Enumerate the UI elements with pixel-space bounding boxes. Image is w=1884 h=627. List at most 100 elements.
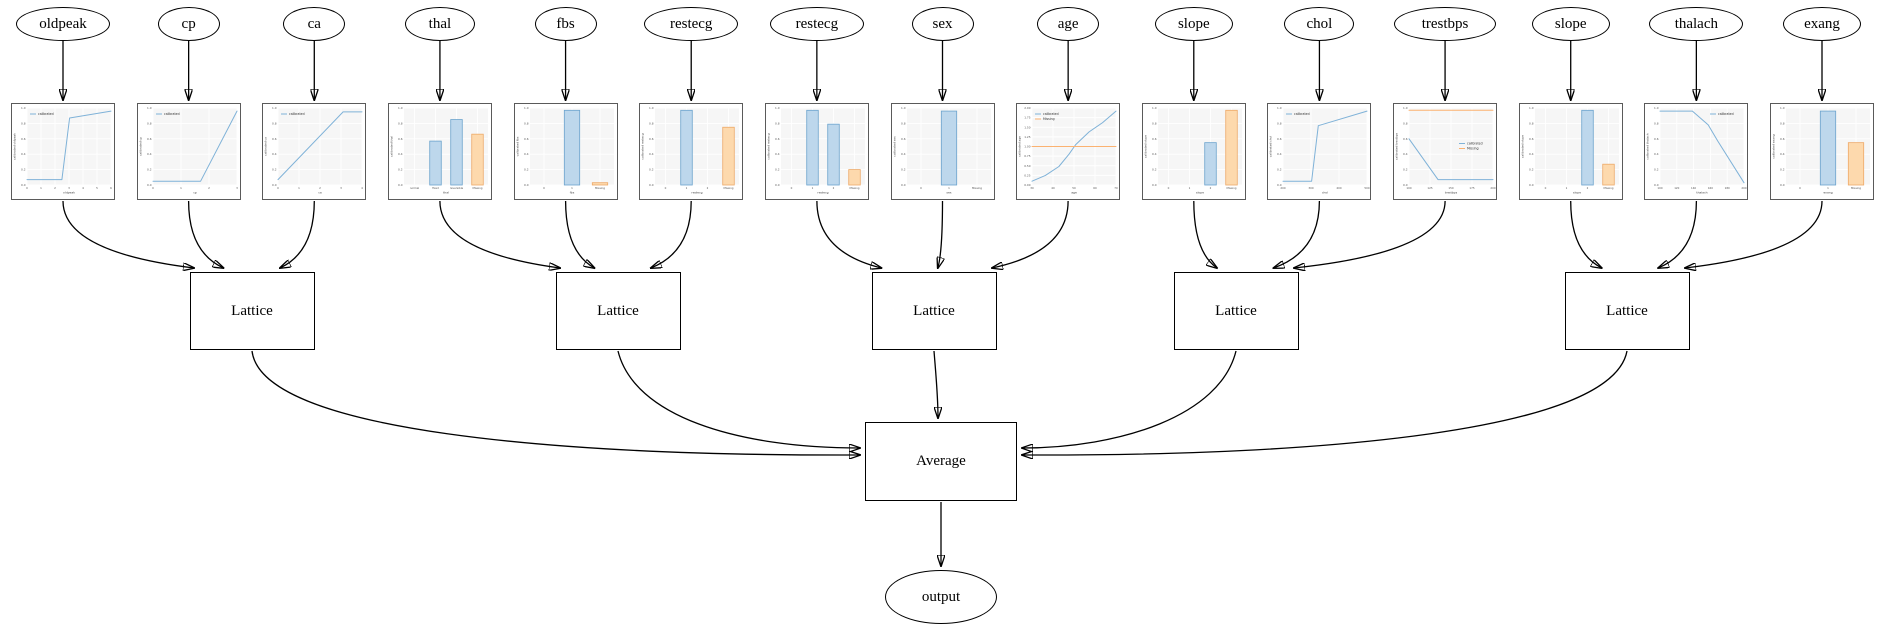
feature-label: slope (1554, 15, 1587, 32)
svg-text:100: 100 (1406, 186, 1411, 190)
svg-text:0.2: 0.2 (1152, 168, 1157, 172)
svg-text:0.6: 0.6 (901, 137, 906, 141)
svg-text:1.0: 1.0 (775, 106, 780, 110)
svg-text:4: 4 (361, 186, 363, 190)
svg-text:0.2: 0.2 (1780, 168, 1785, 172)
svg-text:calibrated: calibrated (164, 112, 180, 116)
svg-text:Missing: Missing (1603, 186, 1613, 190)
svg-text:Missing: Missing (472, 186, 482, 190)
svg-text:1.0: 1.0 (1780, 106, 1785, 110)
svg-text:0.2: 0.2 (1277, 168, 1282, 172)
svg-text:0.6: 0.6 (272, 137, 277, 141)
svg-text:0.0: 0.0 (1654, 183, 1659, 187)
lattice-label: Lattice (913, 302, 955, 319)
svg-text:0.2: 0.2 (649, 168, 654, 172)
svg-text:1: 1 (180, 186, 182, 190)
feature-node-exang: exang (1783, 7, 1861, 41)
svg-text:0.2: 0.2 (272, 168, 277, 172)
svg-text:0.8: 0.8 (1403, 121, 1408, 125)
svg-text:slope: slope (1573, 191, 1581, 195)
svg-text:calibrated thal: calibrated thal (389, 136, 393, 157)
feature-label: cp (181, 15, 196, 32)
svg-text:0.2: 0.2 (1403, 168, 1408, 172)
feature-node-chol: chol (1284, 7, 1355, 41)
output-node: output (885, 570, 997, 624)
feature-label: restecg (795, 15, 839, 32)
svg-text:0.0: 0.0 (1277, 183, 1282, 187)
svg-text:0.6: 0.6 (775, 137, 780, 141)
svg-text:0.8: 0.8 (901, 121, 906, 125)
svg-text:0.6: 0.6 (1277, 137, 1282, 141)
svg-text:0.8: 0.8 (398, 121, 403, 125)
svg-text:0.6: 0.6 (21, 137, 26, 141)
svg-text:1.25: 1.25 (1024, 135, 1030, 139)
svg-text:0: 0 (1799, 186, 1801, 190)
svg-text:calibrated: calibrated (1043, 112, 1059, 116)
svg-text:0.6: 0.6 (1654, 137, 1659, 141)
output-label: output (921, 588, 961, 605)
feature-label: slope (1177, 15, 1210, 32)
feature-label: chol (1306, 15, 1333, 32)
svg-text:0.0: 0.0 (147, 183, 152, 187)
svg-text:calibrated: calibrated (38, 112, 54, 116)
svg-text:calibrated fbs: calibrated fbs (515, 136, 519, 156)
svg-text:calibrated thalach: calibrated thalach (1646, 133, 1650, 159)
lattice-label: Lattice (1606, 302, 1648, 319)
svg-text:calibrated: calibrated (1718, 112, 1734, 116)
svg-text:125: 125 (1427, 186, 1432, 190)
svg-text:0.6: 0.6 (1529, 137, 1534, 141)
svg-text:chol: chol (1322, 191, 1328, 195)
svg-text:0.4: 0.4 (398, 152, 403, 156)
svg-text:0.0: 0.0 (901, 183, 906, 187)
svg-text:0.0: 0.0 (272, 183, 277, 187)
svg-text:0.0: 0.0 (1152, 183, 1157, 187)
feature-node-slope: slope (1154, 7, 1233, 41)
svg-text:sex: sex (946, 191, 951, 195)
svg-text:1: 1 (1188, 186, 1190, 190)
svg-text:age: age (1071, 191, 1077, 195)
svg-text:0.4: 0.4 (1277, 152, 1282, 156)
svg-text:2: 2 (1209, 186, 1211, 190)
svg-text:0.6: 0.6 (1152, 137, 1157, 141)
svg-text:3: 3 (236, 186, 238, 190)
svg-text:60: 60 (1093, 186, 1097, 190)
svg-text:6: 6 (110, 186, 112, 190)
svg-text:restecg: restecg (817, 191, 828, 195)
svg-text:500: 500 (1365, 186, 1370, 190)
svg-text:0.6: 0.6 (398, 137, 403, 141)
svg-text:0.0: 0.0 (1403, 183, 1408, 187)
svg-text:0.8: 0.8 (1780, 121, 1785, 125)
svg-text:Missing: Missing (724, 186, 734, 190)
svg-text:3: 3 (340, 186, 342, 190)
svg-text:0: 0 (665, 186, 667, 190)
svg-text:0: 0 (1544, 186, 1546, 190)
svg-text:1.50: 1.50 (1024, 125, 1030, 129)
lattice-node-3: Lattice (871, 272, 997, 350)
svg-text:0: 0 (543, 186, 545, 190)
svg-text:0.2: 0.2 (1654, 168, 1659, 172)
feature-label: oldpeak (39, 15, 87, 32)
svg-text:1: 1 (948, 186, 950, 190)
svg-text:1.0: 1.0 (1654, 106, 1659, 110)
svg-text:0.8: 0.8 (147, 121, 152, 125)
svg-text:0: 0 (277, 186, 279, 190)
svg-text:0.2: 0.2 (775, 168, 780, 172)
svg-text:0.8: 0.8 (649, 121, 654, 125)
svg-text:Missing: Missing (849, 186, 859, 190)
svg-text:0.6: 0.6 (1403, 137, 1408, 141)
svg-text:Missing: Missing (1043, 117, 1055, 121)
svg-text:calibrated: calibrated (289, 112, 305, 116)
svg-text:120: 120 (1675, 186, 1680, 190)
svg-text:1.0: 1.0 (901, 106, 906, 110)
svg-text:thalach: thalach (1697, 191, 1708, 195)
svg-text:calibrated exang: calibrated exang (1772, 134, 1776, 158)
feature-label: thal (428, 15, 452, 32)
svg-text:0.00: 0.00 (1024, 183, 1030, 187)
svg-text:fbs: fbs (569, 191, 574, 195)
svg-text:0: 0 (1167, 186, 1169, 190)
svg-text:175: 175 (1469, 186, 1474, 190)
